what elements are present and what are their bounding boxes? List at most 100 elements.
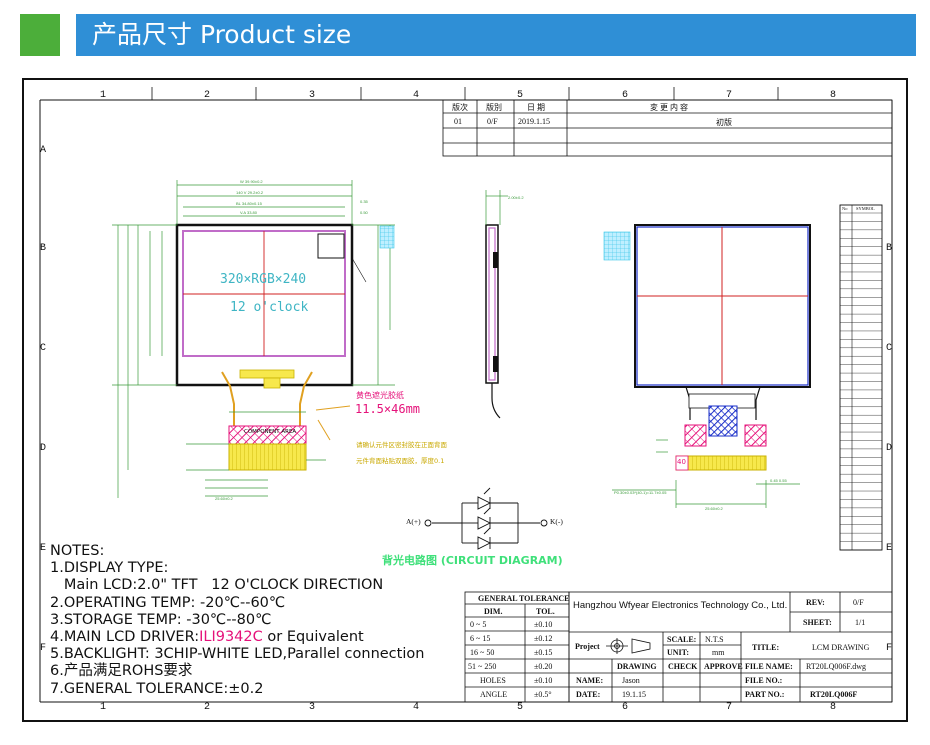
svg-text:0.45 0.55: 0.45 0.55	[770, 478, 787, 483]
header-accent-square	[20, 14, 60, 56]
rev-header-date: 日 期	[527, 103, 545, 112]
ruler-col: 3	[309, 90, 316, 101]
ruler-col: 2	[204, 702, 211, 713]
rev-header-version: 版次	[452, 103, 468, 112]
rear-dim-40: 40	[677, 458, 686, 466]
lcd-resolution-label: 320×RGB×240	[220, 272, 307, 287]
ruler-row: E	[40, 543, 47, 554]
svg-text:2.00±0.2: 2.00±0.2	[508, 195, 524, 200]
pin-table	[839, 204, 883, 551]
ruler-row: F	[886, 643, 893, 654]
ruler-row: D	[886, 443, 893, 454]
tolerance-row-dim: 16 ~ 50	[470, 648, 495, 657]
ruler-col: 4	[413, 702, 420, 713]
title-label: TITLE:	[752, 643, 780, 652]
ruler-row: F	[40, 643, 47, 654]
tolerance-row-tol: ±0.10	[534, 676, 553, 685]
rev-row-edition: 0/F	[487, 117, 498, 126]
notes-title: NOTES:	[50, 543, 105, 559]
unit-label: UNIT:	[667, 648, 690, 657]
ruler-row: C	[40, 343, 47, 354]
tape-note: 黄色遮光胶纸	[356, 391, 404, 400]
tolerance-row-dim: 6 ~ 15	[470, 634, 491, 643]
drawing-label: DRAWING	[617, 662, 657, 671]
tolerance-row-dim: 0 ~ 5	[470, 620, 487, 629]
rev-header-edition: 版別	[486, 103, 502, 112]
ruler-col: 5	[517, 90, 524, 101]
svg-text:P0.30±0.03*(40-1)=11.7±0.05: P0.30±0.03*(40-1)=11.7±0.05	[614, 490, 667, 495]
lcd-front-view: W 39.90±0.2 140 V 29.2±0.2 BL 34.80±0.15…	[112, 179, 395, 501]
svg-text:W 39.90±0.2: W 39.90±0.2	[240, 179, 263, 184]
name-label: NAME:	[576, 676, 604, 685]
svg-text:140 V 29.2±0.2: 140 V 29.2±0.2	[236, 190, 264, 195]
ruler-col: 4	[413, 90, 420, 101]
circuit-title: 背光电路图 (CIRCUIT DIAGRAM)	[382, 554, 563, 567]
page-title: 产品尺寸 Product size	[92, 20, 352, 49]
tolerance-row-tol: ±0.20	[534, 662, 553, 671]
lcd-side-view: 2.00±0.2	[485, 190, 524, 419]
pin-header-symbol: SYMBOL	[856, 206, 875, 211]
fpc-note-1: 请确认元件区密封胶在正面背面	[356, 441, 447, 449]
ruler-col: 1	[100, 702, 107, 713]
ruler-row: B	[886, 243, 893, 254]
part-no-label: PART NO.:	[745, 690, 785, 699]
ruler-col: 7	[726, 702, 733, 713]
ruler-row: E	[886, 543, 893, 554]
rev-row-date: 2019.1.15	[518, 117, 550, 126]
sheet-value: 1/1	[855, 618, 866, 627]
tolerance-header-dim: DIM.	[484, 607, 503, 616]
lcd-rear-view: 25.60±0.2 P0.30±0.03*(40-1)=11.7±0.05 0.…	[603, 224, 811, 511]
name-value: Jason	[622, 676, 640, 685]
ruler-col: 6	[622, 702, 629, 713]
note-general-tolerance: 7.GENERAL TOLERANCE:±0.2	[50, 680, 264, 697]
file-name-value: RT20LQ006F.dwg	[806, 662, 866, 671]
tolerance-row-dim: 51 ~ 250	[468, 662, 497, 671]
svg-text:V.A 33.80: V.A 33.80	[240, 210, 258, 215]
note-rohs: 6.产品满足ROHS要求	[50, 663, 193, 680]
tolerance-row-dim: ANGLE	[480, 690, 508, 699]
tolerance-row-tol: ±0.10	[534, 620, 553, 629]
scale-label: SCALE:	[667, 635, 697, 644]
ruler-col: 7	[726, 90, 733, 101]
title-value: LCM DRAWING	[812, 643, 870, 652]
ruler-row: B	[40, 243, 47, 254]
project-label: Project	[575, 642, 600, 651]
circuit-cathode-label: K(-)	[550, 517, 563, 526]
svg-text:BL 34.80±0.15: BL 34.80±0.15	[236, 201, 263, 206]
sheet-label: SHEET:	[803, 618, 832, 627]
tolerance-title: GENERAL TOLERANCE	[478, 594, 570, 603]
lcd-orientation-label: 12 o'clock	[230, 300, 309, 315]
fpc-note-2: 元件背面粘贴双面胶，厚度0.1	[356, 457, 445, 465]
title-block-lines	[568, 591, 893, 703]
ruler-col: 2	[204, 90, 211, 101]
scale-value: N.T.S	[705, 635, 724, 644]
rev-row-content: 初版	[716, 118, 732, 127]
ruler-col: 8	[830, 702, 837, 713]
ruler-row: A	[40, 145, 47, 156]
rev-label: REV:	[806, 598, 825, 607]
pin-header-no: No	[842, 206, 848, 211]
note-operating-temp: 2.OPERATING TEMP: -20℃--60℃	[50, 594, 286, 611]
unit-value: mm	[712, 648, 725, 657]
tolerance-row-tol: ±0.15	[534, 648, 553, 657]
company-name: Hangzhou Wfyear Electronics Technology C…	[573, 600, 788, 611]
date-label: DATE:	[576, 690, 601, 699]
note-display-type: 1.DISPLAY TYPE:	[50, 560, 169, 577]
ruler-row: D	[40, 443, 47, 454]
note-driver-ic: ILI9342C	[199, 629, 263, 646]
tape-size: 11.5×46mm	[355, 402, 421, 416]
approve-label: APPROVE	[704, 662, 743, 671]
ruler-col: 5	[517, 702, 524, 713]
svg-text:25.60±0.2: 25.60±0.2	[215, 496, 234, 501]
note-backlight: 5.BACKLIGHT: 3CHIP-WHITE LED,Parallel co…	[50, 646, 425, 663]
note-storage-temp: 3.STORAGE TEMP: -30℃--80℃	[50, 611, 272, 628]
revision-table	[442, 99, 893, 157]
note-driver-prefix: 4.MAIN LCD DRIVER:	[50, 629, 200, 646]
svg-text:0.35: 0.35	[360, 199, 369, 204]
circuit-anode-label: A(+)	[406, 517, 421, 526]
rev-row-version: 01	[454, 117, 462, 126]
svg-text:25.60±0.2: 25.60±0.2	[705, 506, 724, 511]
file-no-label: FILE NO.:	[745, 676, 783, 685]
ruler-row: C	[886, 343, 893, 354]
